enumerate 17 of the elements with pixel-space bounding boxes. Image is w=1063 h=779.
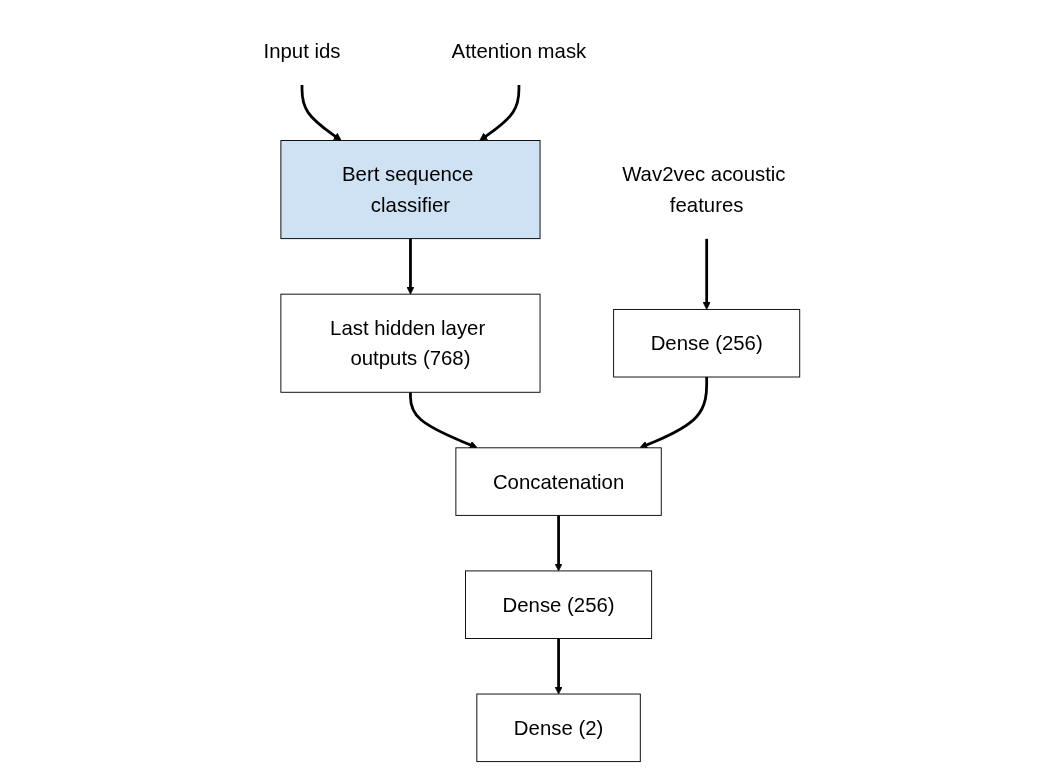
node-box: Last hidden layer outputs (768) <box>280 293 541 393</box>
arrow <box>409 392 478 449</box>
arrow <box>554 638 563 695</box>
node-box: Dense (2) <box>476 693 641 763</box>
node-text: Input ids <box>263 39 341 63</box>
node-box: Concatenation <box>455 447 662 516</box>
arrow <box>300 84 342 141</box>
node-box: Dense (256) <box>465 570 653 639</box>
arrow <box>702 238 711 310</box>
arrow <box>639 377 709 449</box>
node-text: Wav2vec acoustic features <box>622 162 786 217</box>
arrow <box>554 515 563 572</box>
node-box: Bert sequence classifier <box>280 140 541 240</box>
arrow <box>479 84 521 141</box>
node-box: Dense (256) <box>613 308 801 378</box>
arrow <box>406 238 415 295</box>
node-text: Attention mask <box>451 39 587 63</box>
